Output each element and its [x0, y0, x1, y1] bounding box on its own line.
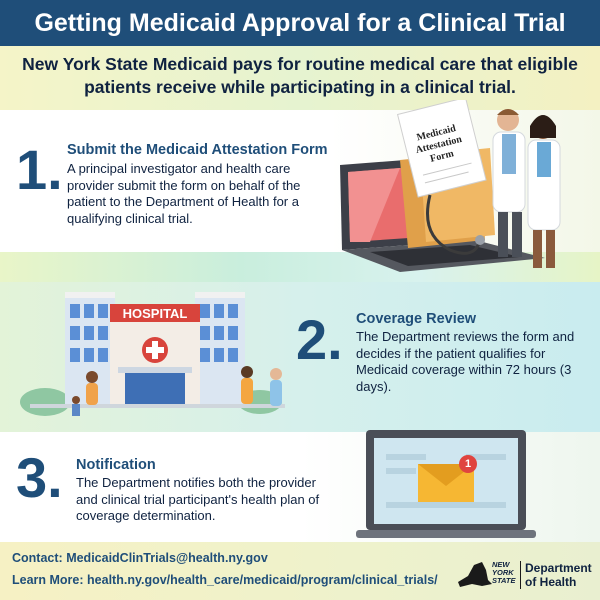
learn-more-link[interactable]: health.ny.gov/health_care/medicaid/progr… — [87, 573, 438, 587]
intro-banner: New York State Medicaid pays for routine… — [0, 46, 600, 110]
nys-logo-line3: STATE — [492, 576, 516, 585]
step1-number: 1. — [16, 138, 63, 201]
contact-line: Contact: MedicaidClinTrials@health.ny.go… — [12, 551, 268, 565]
step3-text: The Department notifies both the provide… — [76, 475, 320, 523]
step3-number: 3. — [16, 446, 63, 509]
email-laptop-illustration — [356, 430, 536, 538]
step1-title: Submit the Medicaid Attestation Form — [67, 142, 328, 158]
nys-logo-line1: NEW — [492, 560, 510, 569]
page-title: Getting Medicaid Approval for a Clinical… — [34, 8, 566, 37]
nys-state-outline-icon — [458, 562, 492, 587]
nys-logo-line2: YORK — [492, 568, 514, 577]
notification-badge-icon: 1 — [459, 455, 477, 473]
step3-title: Notification — [76, 457, 156, 473]
contact-label: Contact: — [12, 551, 63, 565]
logo-department-text: Department — [525, 561, 592, 575]
notification-badge-count: 1 — [464, 458, 472, 470]
department-of-health-logo: Department of Health — [525, 561, 592, 589]
hospital-sign: HOSPITAL — [122, 306, 188, 321]
contact-email-link[interactable]: MedicaidClinTrials@health.ny.gov — [66, 551, 268, 565]
step2-number: 2. — [296, 308, 343, 371]
hospital-illustration — [20, 292, 285, 416]
step2-text: The Department reviews the form and deci… — [356, 329, 575, 394]
page-header: Getting Medicaid Approval for a Clinical… — [0, 0, 600, 46]
step1-text: A principal investigator and health care… — [67, 161, 301, 226]
logo-of-health-text: of Health — [525, 575, 577, 589]
laptop-form-illustration: Medicaid Attestation Form — [340, 100, 561, 272]
learn-more-line: Learn More: health.ny.gov/health_care/me… — [12, 573, 438, 587]
page-footer — [0, 542, 600, 600]
nys-logo-state: NEW YORK STATE — [492, 561, 515, 585]
intro-text: New York State Medicaid pays for routine… — [22, 54, 578, 97]
logo-divider — [520, 561, 521, 589]
learn-more-label: Learn More: — [12, 573, 84, 587]
step2-title: Coverage Review — [356, 311, 477, 327]
